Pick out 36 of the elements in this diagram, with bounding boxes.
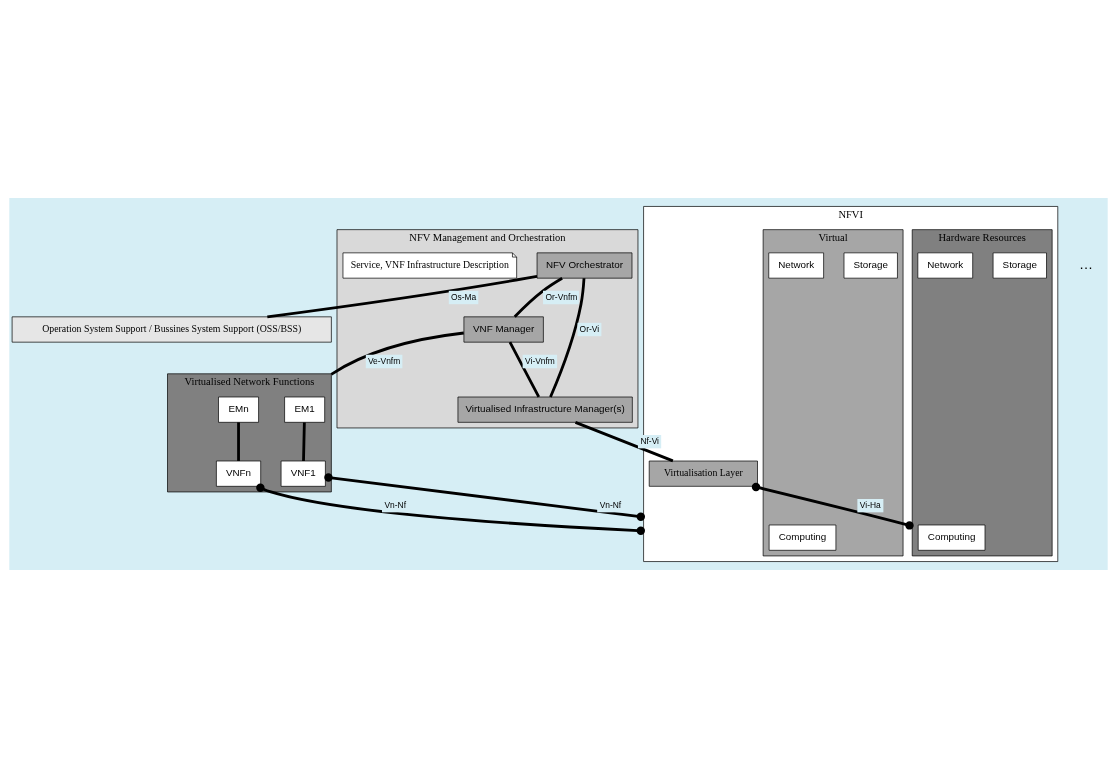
node-box: Virtualisation Layer (648, 460, 758, 487)
connector (302, 422, 306, 461)
node-box: EMn (218, 396, 259, 423)
edge-label: Os-Ma (450, 292, 477, 303)
label: … (1078, 256, 1093, 273)
connector (574, 421, 674, 463)
connector (549, 278, 586, 398)
node-box: Computing (917, 524, 986, 551)
connector (508, 341, 540, 398)
node-box: NFV Orchestrator (536, 252, 633, 279)
node-box: Network (768, 252, 824, 279)
connector (324, 473, 645, 521)
connector (513, 277, 563, 318)
connector (751, 482, 914, 530)
connector (256, 483, 645, 535)
edge-label: Or-Vi (579, 324, 600, 335)
node-box: Virtualised Infrastructure Manager(s) (457, 396, 633, 423)
edge-label: Or-Vnfm (545, 292, 578, 303)
node-box: Storage (843, 252, 898, 279)
node-box: EM1 (284, 396, 326, 423)
node-box: VNFn (216, 460, 262, 487)
edge-label: Nf-Vi (640, 436, 659, 447)
node-box: VNF Manager (463, 316, 544, 343)
edge-label: Ve-Vnfm (367, 356, 401, 367)
node-box: Operation System Support / Bussines System Support (OSS/BSS) (11, 316, 332, 343)
node-box: Network (917, 252, 974, 279)
edge-label: Vn-Nf (599, 500, 622, 511)
edge-label: Vi-Ha (859, 500, 881, 511)
edge-label: Vn-Nf (384, 500, 406, 511)
node-box: Storage (992, 252, 1047, 279)
node-box: Computing (768, 524, 837, 551)
edge-label: Vi-Vnfm (525, 356, 555, 367)
connector (267, 274, 538, 319)
connector (330, 331, 464, 376)
connector (237, 422, 240, 461)
node-box: VNF1 (280, 460, 326, 487)
